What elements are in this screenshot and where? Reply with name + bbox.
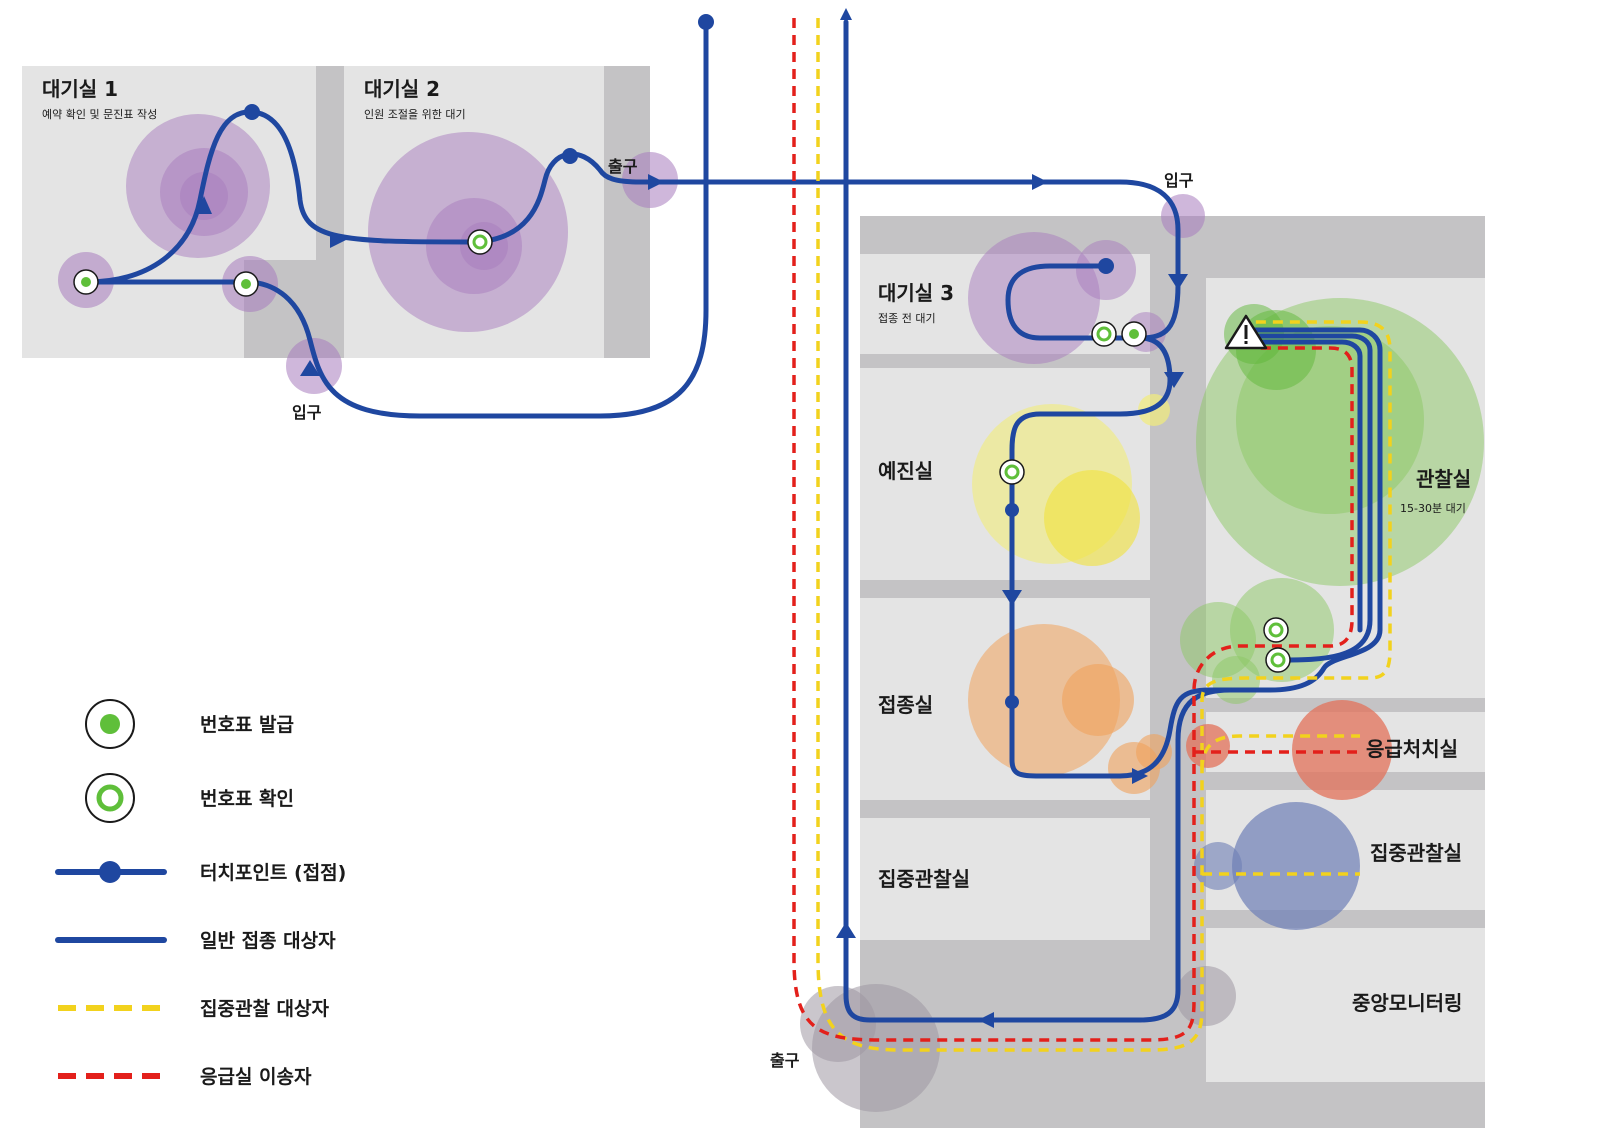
vaccination-title: 접종실: [878, 693, 933, 717]
emergency-route: [792, 18, 1360, 1042]
prediagnosis-title: 예진실: [878, 459, 933, 483]
waiting-room-3-subtitle: 접종 전 대기: [878, 312, 936, 325]
monitoring-room-title: 중앙모니터링: [1352, 991, 1462, 1015]
legend-emergency: 응급실 이송자: [58, 1066, 312, 1088]
entrance-left-label: 입구: [292, 403, 322, 422]
legend-intensive: 집중관찰 대상자: [58, 998, 329, 1020]
legend-ticket-check: 번호표 확인: [85, 773, 294, 823]
touchpoint-icon: [99, 861, 121, 883]
observation-title: 관찰실: [1416, 467, 1471, 491]
exit-bottom-label: 출구: [770, 1051, 800, 1070]
waiting-room-1-title: 대기실 1: [42, 77, 118, 101]
legend-label: 집중관찰 대상자: [200, 998, 329, 1020]
room-labels: 대기실 1 예약 확인 및 문진표 작성 대기실 2 인원 조절을 위한 대기 …: [42, 77, 1471, 1015]
ticket-issue-icon: [100, 714, 120, 734]
entrance-right-label: 입구: [1164, 171, 1194, 190]
monitoring-room-area: [1206, 928, 1485, 1082]
exit-top-label: 출구: [608, 157, 638, 176]
waiting-room-2-subtitle: 인원 조절을 위한 대기: [364, 108, 466, 121]
legend-label: 번호표 확인: [200, 787, 294, 810]
legend-label: 일반 접종 대상자: [200, 930, 336, 952]
observation-subtitle: 15-30분 대기: [1400, 502, 1466, 515]
waiting-room-1-subtitle: 예약 확인 및 문진표 작성: [42, 107, 157, 121]
legend-label: 번호표 발급: [200, 714, 294, 736]
warning-triangle-icon: [1224, 314, 1268, 350]
touchpoints: [244, 14, 1114, 709]
waiting-room-3-title: 대기실 3: [878, 281, 954, 305]
gate-labels: 입구 출구 입구 출구: [292, 157, 1194, 1070]
legend-touchpoint: 터치포인트 (접점): [55, 861, 346, 884]
emergency-room-title: 응급처치실: [1366, 737, 1458, 761]
legend-label: 응급실 이송자: [200, 1066, 312, 1088]
legend-ticket-issue: 번호표 발급: [85, 699, 294, 749]
route-arrows: [196, 8, 1188, 1028]
intensive-room-left-title: 집중관찰실: [878, 867, 970, 891]
intensive-room-right-title: 집중관찰실: [1370, 841, 1462, 865]
waiting-room-2-title: 대기실 2: [364, 77, 440, 101]
ticket-check-markers: [467, 229, 1291, 673]
legend-general: 일반 접종 대상자: [55, 930, 336, 952]
intensive-room-left-area: [860, 818, 1150, 940]
ticket-check-icon: [96, 784, 124, 812]
intensive-route: [816, 18, 1392, 1052]
legend-label: 터치포인트 (접점): [200, 862, 346, 884]
ticket-issue-markers: [73, 269, 1147, 347]
legend: 번호표 발급 번호표 확인 터치포인트 (접점) 일반 접종 대상자 집중관찰 …: [55, 699, 346, 1088]
